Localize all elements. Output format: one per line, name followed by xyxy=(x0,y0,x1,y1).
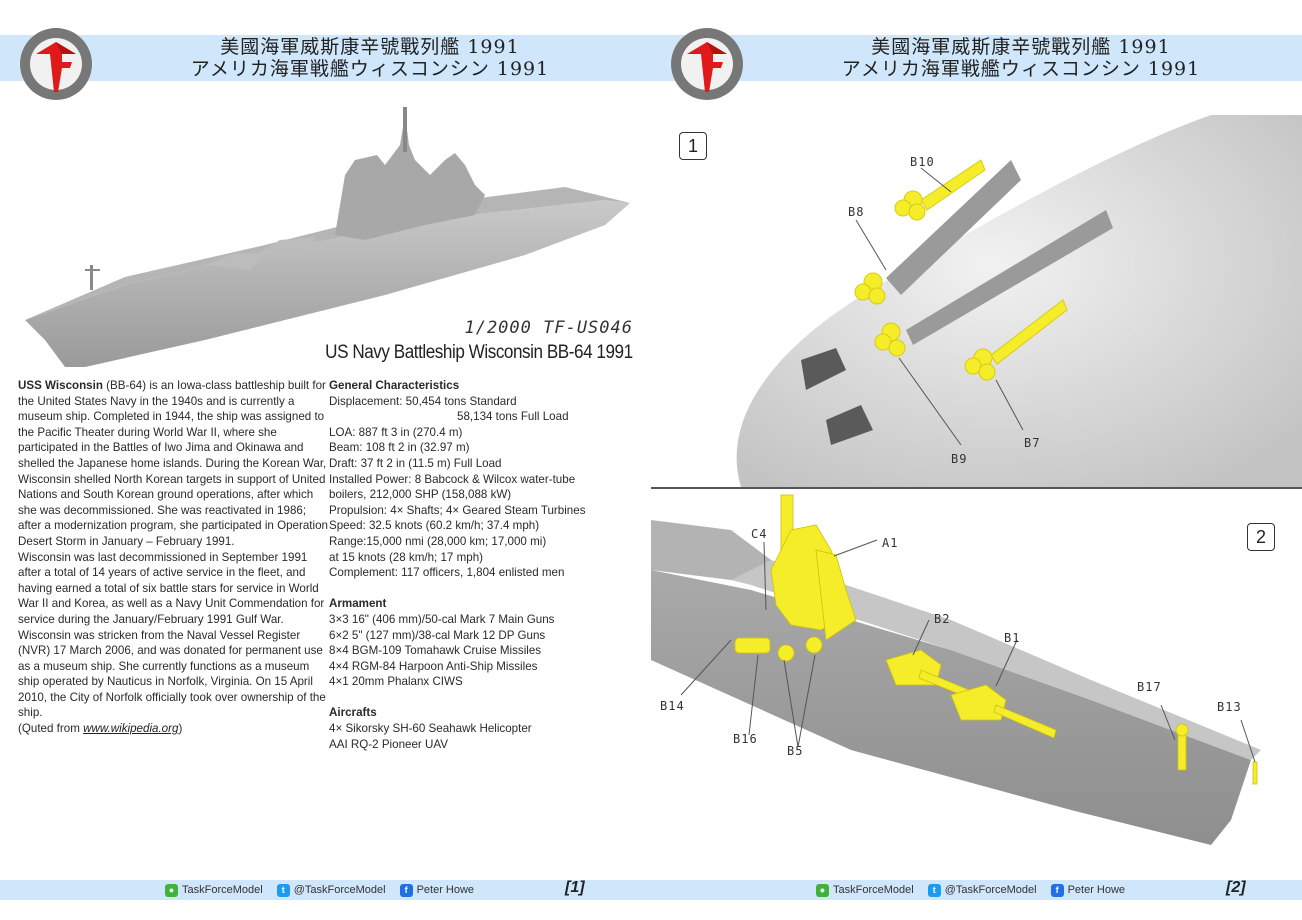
footer-band xyxy=(651,880,1302,900)
spec-line: at 15 knots (28 km/h; 17 mph) xyxy=(329,550,484,564)
taskforce-logo-icon xyxy=(20,28,92,100)
callout-b5: B5 xyxy=(787,744,804,758)
wikipedia-link[interactable]: www.wikipedia.org xyxy=(83,722,179,736)
title-chinese: 美國海軍威斯康辛號戰列艦 1991 xyxy=(871,36,1171,58)
callout-b16: B16 xyxy=(733,732,758,746)
header-title: 美國海軍威斯康辛號戰列艦 1991 アメリカ海軍戦艦ウィスコンシン 1991 xyxy=(761,36,1281,80)
aircraft-line: 4× Sikorsky SH-60 Seahawk Helicopter xyxy=(329,722,532,736)
twitter-icon: t xyxy=(276,883,290,897)
facebook-label: Peter Howe xyxy=(416,884,475,896)
ship-name: USS Wisconsin xyxy=(18,379,103,392)
armament-line: 6×2 5" (127 mm)/38-cal Mark 12 DP Guns xyxy=(329,628,546,642)
facebook-icon: f xyxy=(399,883,413,897)
facebook-icon: f xyxy=(1050,883,1064,897)
callout-b8: B8 xyxy=(848,205,865,219)
spec-line: LOA: 887 ft 3 in (270.4 m) xyxy=(329,425,463,439)
instruction-page-1: 美國海軍威斯康辛號戰列艦 1991 アメリカ海軍戦艦ウィスコンシン 1991 1… xyxy=(0,28,651,900)
step-divider xyxy=(651,487,1302,489)
taskforce-logo-icon xyxy=(671,28,743,100)
title-japanese: アメリカ海軍戦艦ウィスコンシン 1991 xyxy=(841,58,1201,80)
spec-line: Draft: 37 ft 2 in (11.5 m) Full Load xyxy=(329,456,502,470)
battleship-render-image xyxy=(25,107,630,367)
armament-line: 4×4 RGM-84 Harpoon Anti-Ship Missiles xyxy=(329,659,538,673)
twitter-link[interactable]: t@TaskForceModel xyxy=(927,883,1037,897)
spec-line: Range:15,000 nmi (28,000 km; 17,000 mi) xyxy=(329,534,547,548)
wechat-link[interactable]: ● TaskForceModel xyxy=(816,883,914,897)
step-2-hull-diagram xyxy=(651,494,1261,845)
twitter-link[interactable]: t@TaskForceModel xyxy=(276,883,386,897)
header-title: 美國海軍威斯康辛號戰列艦 1991 アメリカ海軍戦艦ウィスコンシン 1991 xyxy=(110,36,630,80)
callout-a1: A1 xyxy=(882,536,899,550)
source-prefix: (Quted from xyxy=(18,722,84,736)
callout-b13: B13 xyxy=(1217,700,1242,714)
page-number: [2] xyxy=(1226,879,1246,896)
paragraph-1-text: (BB-64) is an Iowa-class battleship buil… xyxy=(18,379,328,548)
callout-c4: C4 xyxy=(751,527,768,541)
wechat-label: TaskForceModel xyxy=(833,884,914,896)
spec-line: Complement: 117 officers, 1,804 enlisted… xyxy=(329,566,565,580)
callout-b2: B2 xyxy=(934,612,951,626)
twitter-icon: t xyxy=(927,883,941,897)
header-band xyxy=(651,35,1302,81)
callout-b1: B1 xyxy=(1004,631,1021,645)
twitter-label: @TaskForceModel xyxy=(944,884,1037,896)
aircraft-heading: Aircrafts xyxy=(329,706,377,720)
general-characteristics-heading: General Characteristics xyxy=(329,379,460,392)
spec-line: Speed: 32.5 knots (60.2 km/h; 37.4 mph) xyxy=(329,519,540,533)
header-band xyxy=(0,35,651,81)
spec-line: Beam: 108 ft 2 in (32.97 m) xyxy=(329,441,470,455)
spec-line: Installed Power: 8 Babcock & Wilcox wate… xyxy=(329,472,576,486)
callout-b7: B7 xyxy=(1024,436,1041,450)
specifications: General Characteristics Displacement: 50… xyxy=(329,378,649,752)
step-2-label: 2 xyxy=(1247,523,1275,551)
armament-heading: Armament xyxy=(329,597,387,611)
step-1-label: 1 xyxy=(679,132,707,160)
ship-description: USS Wisconsin (BB-64) is an Iowa-class b… xyxy=(18,378,328,737)
facebook-label: Peter Howe xyxy=(1067,884,1126,896)
instruction-page-2: 美國海軍威斯康辛號戰列艦 1991 アメリカ海軍戦艦ウィスコンシン 1991 xyxy=(651,0,1302,920)
spec-line: Propulsion: 4× Shafts; 4× Geared Steam T… xyxy=(329,503,586,517)
spec-line: boilers, 212,000 SHP (158,088 kW) xyxy=(329,488,512,502)
armament-line: 4×1 20mm Phalanx CIWS xyxy=(329,675,463,689)
callout-b14: B14 xyxy=(660,699,685,713)
aircraft-line: AAI RQ-2 Pioneer UAV xyxy=(329,737,448,751)
wechat-label: TaskForceModel xyxy=(182,884,263,896)
step-1-bow-diagram xyxy=(736,115,1302,487)
spec-line: 58,134 tons Full Load xyxy=(457,410,569,424)
footer-band xyxy=(0,880,651,900)
title-chinese: 美國海軍威斯康辛號戰列艦 1991 xyxy=(220,36,520,58)
wechat-icon: ● xyxy=(816,883,829,897)
description-paragraph-1: USS Wisconsin (BB-64) is an Iowa-class b… xyxy=(18,378,328,550)
spec-line: Displacement: 50,454 tons Standard xyxy=(329,394,517,408)
callout-b17: B17 xyxy=(1137,680,1162,694)
wechat-link[interactable]: ● TaskForceModel xyxy=(165,883,263,897)
title-japanese: アメリカ海軍戦艦ウィスコンシン 1991 xyxy=(190,58,550,80)
source-suffix: ) xyxy=(178,722,183,736)
description-paragraph-2: Wisconsin was last decommissioned in Sep… xyxy=(18,550,326,720)
wechat-icon: ● xyxy=(165,883,178,897)
armament-line: 3×3 16" (406 mm)/50-cal Mark 7 Main Guns xyxy=(329,612,555,626)
callout-b10: B10 xyxy=(910,155,935,169)
callout-b9: B9 xyxy=(951,452,968,466)
armament-line: 8×4 BGM-109 Tomahawk Cruise Missiles xyxy=(329,644,542,658)
page-number: [1] xyxy=(565,879,585,896)
model-name: US Navy Battleship Wisconsin BB-64 1991 xyxy=(325,342,633,363)
source-citation: (Quted from www.wikipedia.org) xyxy=(18,721,328,737)
twitter-label: @TaskForceModel xyxy=(293,884,386,896)
scale-code: 1/2000 TF-US046 xyxy=(464,318,633,338)
